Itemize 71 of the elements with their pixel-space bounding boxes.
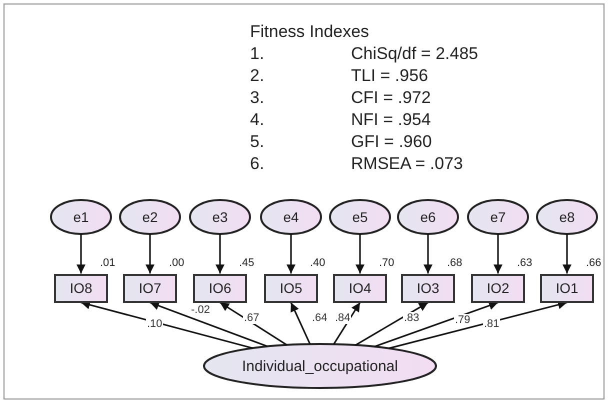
variable-name: e8 bbox=[559, 209, 575, 225]
r-squared-value: .68 bbox=[447, 256, 462, 268]
variable-name: e4 bbox=[283, 209, 299, 225]
arrow bbox=[424, 234, 432, 274]
arrow bbox=[333, 302, 361, 345]
arrow bbox=[216, 234, 224, 274]
observed-variable-box: IO4 bbox=[333, 274, 387, 302]
edge-label: .79 bbox=[454, 314, 472, 326]
variable-name: Individual_occupational bbox=[242, 358, 398, 374]
observed-variable-box: IO5 bbox=[264, 274, 318, 302]
variable-name: e2 bbox=[142, 209, 158, 225]
error-term-ellipse bbox=[119, 199, 181, 235]
arrow bbox=[76, 234, 86, 274]
variable-name: e3 bbox=[212, 209, 228, 225]
r-squared-value: .45 bbox=[239, 256, 254, 268]
edge-label: .67 bbox=[243, 312, 260, 324]
list-number: 6. bbox=[250, 154, 264, 174]
variable-name: e7 bbox=[490, 209, 506, 225]
edge-label: .81 bbox=[483, 318, 500, 330]
list-number: 2. bbox=[250, 66, 264, 86]
arrow bbox=[80, 300, 253, 349]
list-number: 1. bbox=[250, 44, 264, 64]
list-number: 3. bbox=[250, 88, 264, 108]
observed-variable-box: IO6 bbox=[193, 274, 247, 302]
title: Fitness Indexes bbox=[250, 22, 370, 42]
r-squared-value: .63 bbox=[517, 256, 532, 268]
observed-variable-box: IO1 bbox=[540, 274, 594, 302]
error-term-ellipse bbox=[189, 199, 251, 235]
r-squared-value: .01 bbox=[100, 256, 116, 268]
arrow bbox=[220, 302, 288, 346]
r-squared-value: .70 bbox=[379, 256, 394, 268]
r-squared-value: .00 bbox=[169, 256, 184, 268]
latent-variable-ellipse bbox=[203, 343, 437, 389]
fit-index-value: ChiSq/df = 2.485 bbox=[351, 44, 478, 64]
observed-variable-box: IO8 bbox=[54, 274, 108, 302]
variable-name: e6 bbox=[420, 209, 436, 225]
r-squared-value: .40 bbox=[310, 256, 326, 268]
edge-label: .64 bbox=[311, 312, 328, 324]
error-term-ellipse bbox=[467, 199, 529, 235]
arrow bbox=[355, 302, 428, 346]
error-term-ellipse bbox=[260, 199, 322, 235]
error-term-ellipse bbox=[329, 199, 391, 235]
arrow bbox=[146, 234, 154, 274]
r-squared-value: .66 bbox=[586, 256, 602, 268]
fit-index-value: GFI = .960 bbox=[351, 132, 432, 152]
list-number: 5. bbox=[250, 132, 264, 152]
edge-label: .10 bbox=[146, 318, 164, 330]
edge-label: -.02 bbox=[190, 304, 211, 316]
fit-index-value: NFI = .954 bbox=[351, 110, 431, 130]
arrow bbox=[290, 302, 311, 344]
error-term-ellipse bbox=[536, 199, 598, 235]
list-number: 4. bbox=[250, 110, 264, 130]
arrow bbox=[286, 234, 296, 274]
observed-variable-box: IO3 bbox=[401, 274, 455, 302]
arrow bbox=[388, 300, 568, 350]
fit-index-value: TLI = .956 bbox=[351, 66, 428, 86]
arrow bbox=[562, 234, 572, 274]
arrow bbox=[150, 301, 268, 348]
edge-label: .84 bbox=[334, 312, 352, 324]
variable-name: e1 bbox=[73, 209, 89, 225]
arrow bbox=[356, 234, 364, 274]
error-term-ellipse bbox=[50, 199, 112, 235]
fit-index-value: CFI = .972 bbox=[351, 88, 431, 108]
variable-name: e5 bbox=[352, 209, 368, 225]
arrow bbox=[494, 234, 502, 274]
arrow bbox=[374, 301, 498, 348]
observed-variable-box: IO2 bbox=[471, 274, 525, 302]
fit-index-value: RMSEA = .073 bbox=[351, 154, 463, 174]
edge-label: .83 bbox=[403, 312, 420, 324]
error-term-ellipse bbox=[397, 199, 459, 235]
observed-variable-box: IO7 bbox=[123, 274, 177, 302]
